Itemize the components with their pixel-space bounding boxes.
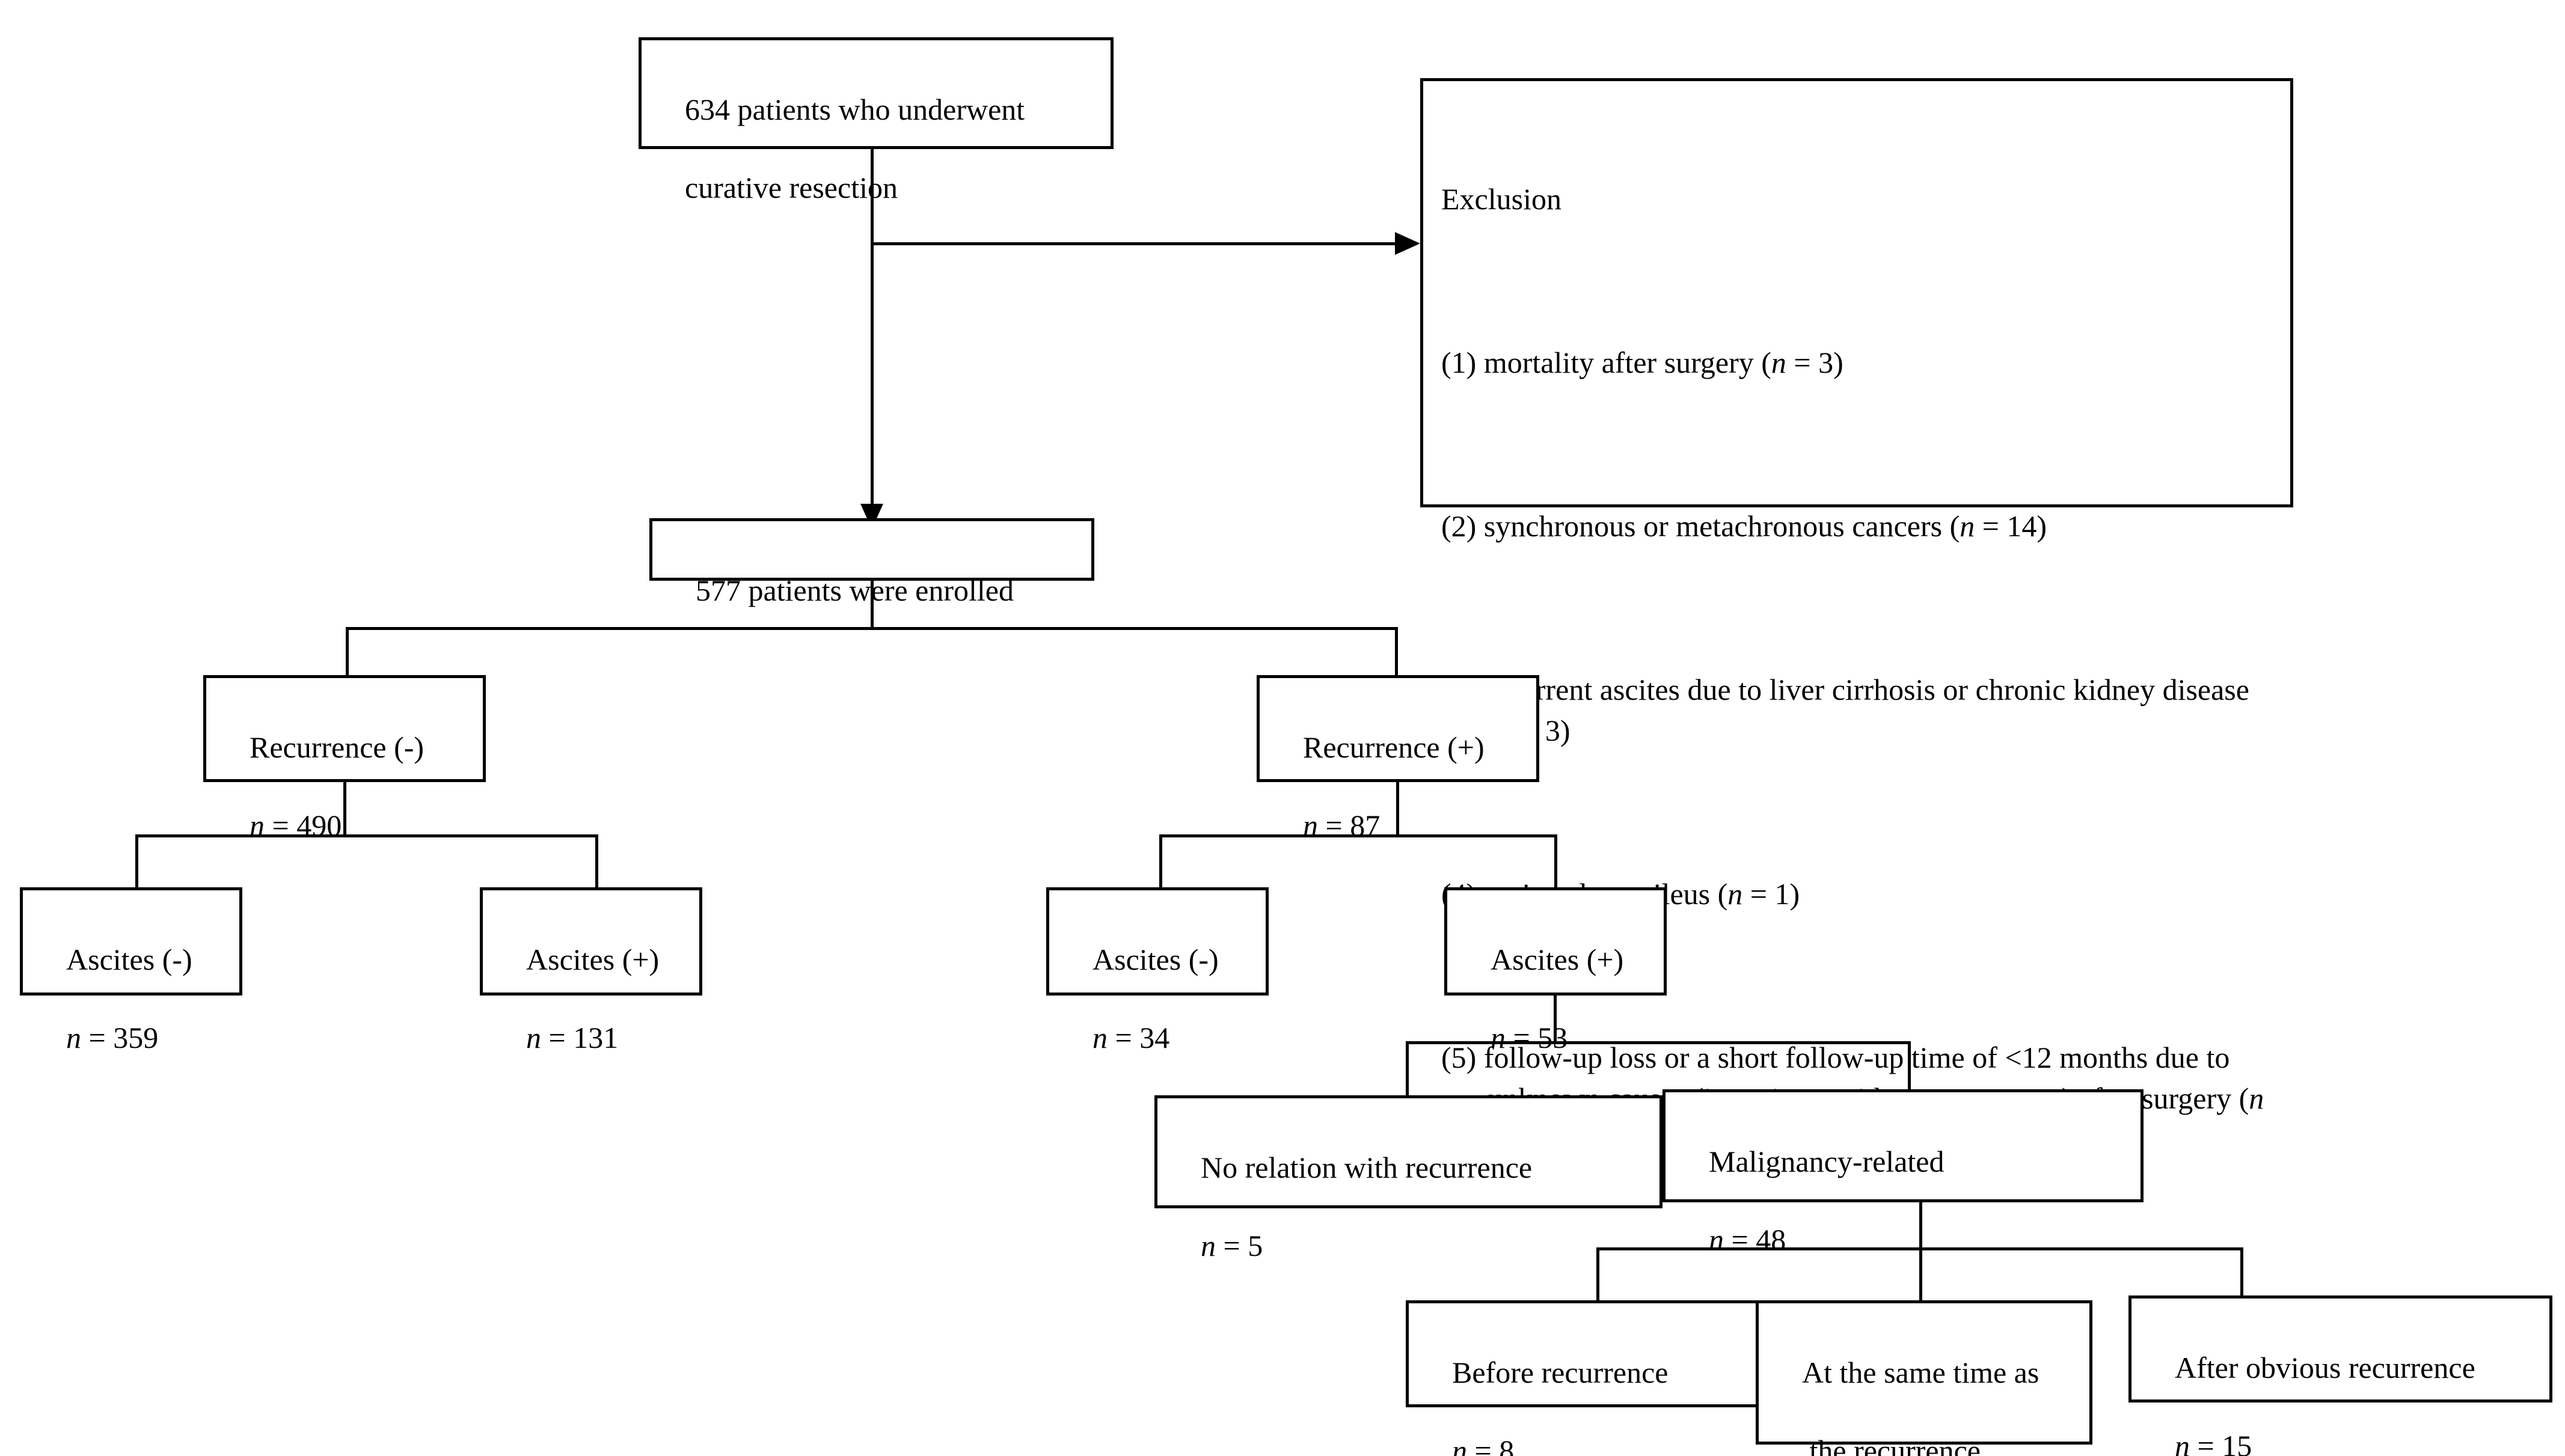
connector-malignancy-to-before (1596, 1247, 1599, 1300)
node-recurrence-pos-line1: Recurrence (+) (1303, 730, 1485, 764)
connector-enrolled-stem (871, 581, 874, 629)
connector-enrolled-to-recurrence-neg (346, 627, 349, 675)
exclusion-item-1-marker: (1) (1441, 346, 1477, 379)
node-malignancy-n-value: = 48 (1724, 1223, 1786, 1256)
exclusion-item-4-text-after: = 1) (1742, 877, 1800, 911)
exclusion-item-2: (2) synchronous or metachronous cancers … (1441, 506, 2272, 546)
exclusion-title: Exclusion (1441, 182, 1561, 216)
node-malignancy-n-symbol: n (1709, 1223, 1724, 1256)
connector-malignancy-to-after (2240, 1247, 2243, 1300)
exclusion-item-1-text-before: mortality after surgery ( (1476, 346, 1771, 379)
exclusion-item-5-n-symbol: n (2249, 1081, 2264, 1115)
node-recurrence-neg-line1: Recurrence (-) (250, 730, 424, 764)
node-enrolled-label: 577 patients were enrolled (696, 574, 1014, 607)
arrowhead-right-to-exclusion (1395, 232, 1420, 255)
node-ascites-pos-norec-n-symbol: n (526, 1021, 541, 1054)
connector-to-exclusion (874, 242, 1399, 245)
node-ascites-positive-no-recurrence: Ascites (+) n = 131 (480, 887, 702, 1054)
node-ascites-neg-norec-n-value: = 359 (81, 1021, 159, 1054)
node-after-obvious-recurrence: After obvious recurrence n = 15 (2128, 1295, 2552, 1456)
connector-malignancy-to-same-time (1919, 1247, 1922, 1300)
connector-ascites-pos-rec-to-malignancy (1908, 1041, 1911, 1095)
connector-ascites-pos-rec-to-no-relation (1406, 1041, 1409, 1095)
connector-recurrence-pos-bar (1159, 834, 1557, 837)
node-ascites-pos-rec-n-symbol: n (1491, 1021, 1506, 1054)
node-ascites-neg-norec-line1: Ascites (-) (66, 943, 192, 976)
node-ascites-pos-rec-n-value: = 53 (1506, 1021, 1568, 1054)
exclusion-item-3: (3) recurrent ascites due to liver cirrh… (1441, 669, 2272, 751)
exclusion-item-3-text-before: recurrent ascites due to liver cirrhosis… (1484, 673, 2249, 747)
connector-underwent-to-enrolled (871, 149, 874, 506)
connector-malignancy-stem (1919, 1202, 1922, 1249)
node-577-patients-enrolled: 577 patients were enrolled (649, 518, 1094, 607)
connector-recurrence-pos-to-ascites-pos (1554, 834, 1557, 887)
node-ascites-neg-rec-n-value: = 34 (1108, 1021, 1170, 1054)
connector-recurrence-pos-stem (1396, 782, 1399, 836)
node-ascites-neg-norec-n-symbol: n (66, 1021, 81, 1054)
node-ascites-pos-norec-n-value: = 131 (541, 1021, 619, 1054)
exclusion-item-4-n-symbol: n (1727, 877, 1743, 911)
node-ascites-negative-no-recurrence: Ascites (-) n = 359 (20, 887, 242, 1054)
node-ascites-pos-rec-line1: Ascites (+) (1491, 943, 1624, 976)
node-underwent-line1: 634 patients who underwent (685, 93, 1025, 126)
exclusion-item-1-text-after: = 3) (1786, 346, 1843, 379)
node-634-patients-underwent-curative-resection: 634 patients who underwent curative rese… (639, 37, 1114, 204)
connector-recurrence-neg-bar (135, 834, 598, 837)
exclusion-item-5-marker: (5) (1441, 1041, 1477, 1074)
node-before-recurrence-line1: Before recurrence (1452, 1356, 1669, 1389)
node-ascites-neg-rec-line1: Ascites (-) (1092, 943, 1219, 976)
exclusion-item-2-marker: (2) (1441, 509, 1477, 543)
node-no-relation-n-symbol: n (1201, 1229, 1216, 1262)
exclusion-item-1: (1) mortality after surgery (n = 3) (1441, 342, 2272, 383)
node-ascites-negative-with-recurrence: Ascites (-) n = 34 (1046, 887, 1269, 1054)
node-no-relation-with-recurrence: No relation with recurrence n = 5 (1154, 1095, 1662, 1262)
node-ascites-pos-norec-line1: Ascites (+) (526, 943, 660, 976)
exclusion-item-2-n-symbol: n (1960, 509, 1975, 543)
node-ascites-positive-with-recurrence: Ascites (+) n = 53 (1444, 887, 1667, 1054)
connector-recurrence-neg-stem (343, 782, 346, 836)
node-after-recurrence-n-value: = 15 (2190, 1429, 2252, 1456)
node-before-recurrence-n-value: = 8 (1467, 1434, 1515, 1456)
exclusion-item-2-text-after: = 14) (1975, 509, 2047, 543)
node-recurrence-negative: Recurrence (-) n = 490 (203, 675, 486, 842)
exclusion-item-1-n-symbol: n (1771, 346, 1786, 379)
node-same-time-line1b: the recurrence (1802, 1434, 1981, 1456)
node-malignancy-related: Malignancy-related n = 48 (1662, 1089, 2144, 1256)
connector-enrolled-to-recurrence-pos (1395, 627, 1398, 675)
node-before-recurrence-n-symbol: n (1452, 1434, 1467, 1456)
node-no-relation-n-value: = 5 (1216, 1229, 1263, 1262)
node-underwent-line2: curative resection (685, 171, 898, 204)
node-after-recurrence-n-symbol: n (2175, 1429, 2190, 1456)
node-after-recurrence-line1: After obvious recurrence (2175, 1351, 2475, 1384)
node-same-time-line1: At the same time as (1802, 1356, 2039, 1389)
connector-enrolled-bar (346, 627, 1398, 630)
node-ascites-neg-rec-n-symbol: n (1092, 1021, 1108, 1054)
connector-recurrence-pos-to-ascites-neg (1159, 834, 1162, 887)
connector-recurrence-neg-to-ascites-neg (135, 834, 138, 887)
connector-recurrence-neg-to-ascites-pos (595, 834, 598, 887)
node-at-the-same-time-as-recurrence: At the same time as the recurrence n = 2… (1756, 1300, 2092, 1456)
node-no-relation-line1: No relation with recurrence (1201, 1151, 1533, 1184)
exclusion-item-2-text-before: synchronous or metachronous cancers ( (1476, 509, 1960, 543)
node-malignancy-line1: Malignancy-related (1709, 1145, 1944, 1178)
node-recurrence-positive: Recurrence (+) n = 87 (1257, 675, 1539, 842)
connector-ascites-pos-rec-stem (1554, 996, 1557, 1044)
connector-ascites-pos-rec-bar (1406, 1041, 1911, 1044)
node-exclusion-criteria: Exclusion (1) mortality after surgery (n… (1420, 78, 2293, 1156)
node-before-recurrence: Before recurrence n = 8 (1406, 1300, 1785, 1456)
